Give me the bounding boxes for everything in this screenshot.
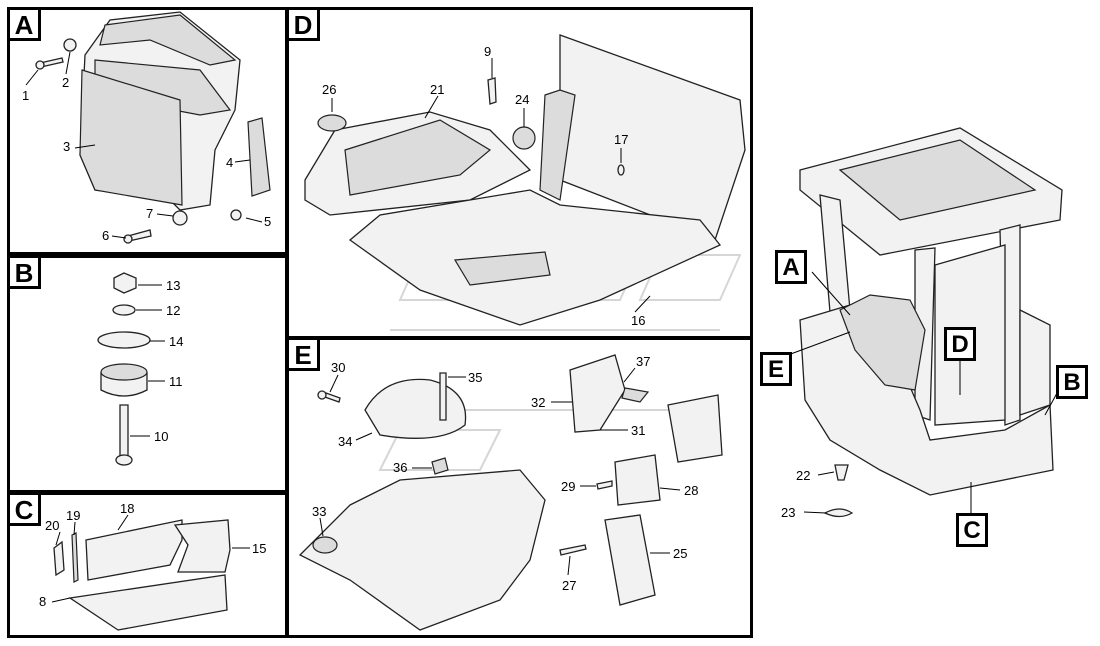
part-number-21: 21 bbox=[430, 82, 444, 97]
part-number-20: 20 bbox=[45, 518, 59, 533]
panel-b-drawing bbox=[97, 272, 165, 466]
panel-d-drawing bbox=[304, 34, 746, 326]
part-number-5: 5 bbox=[264, 214, 271, 229]
part-number-4: 4 bbox=[226, 155, 233, 170]
panel-a-label: A bbox=[7, 7, 41, 41]
callout-e: E bbox=[760, 352, 792, 386]
panel-d-label: D bbox=[286, 7, 320, 41]
part-number-37: 37 bbox=[636, 354, 650, 369]
part-number-13: 13 bbox=[166, 278, 180, 293]
part-number-32: 32 bbox=[531, 395, 545, 410]
part-number-12: 12 bbox=[166, 303, 180, 318]
part-number-1: 1 bbox=[22, 88, 29, 103]
part-number-9: 9 bbox=[484, 44, 491, 59]
panel-e-label: E bbox=[286, 337, 320, 371]
part-number-11: 11 bbox=[169, 374, 183, 389]
part-number-35: 35 bbox=[468, 370, 482, 385]
panel-c-drawing bbox=[51, 514, 250, 631]
part-number-31: 31 bbox=[631, 423, 645, 438]
part-number-7: 7 bbox=[146, 206, 153, 221]
part-number-15: 15 bbox=[252, 541, 266, 556]
part-number-8: 8 bbox=[39, 594, 46, 609]
callout-a: A bbox=[775, 250, 807, 284]
panel-e-drawing bbox=[298, 354, 723, 631]
part-number-33: 33 bbox=[312, 504, 326, 519]
part-number-17: 17 bbox=[614, 132, 628, 147]
part-number-24: 24 bbox=[515, 92, 529, 107]
part-number-14: 14 bbox=[169, 334, 183, 349]
part-number-25: 25 bbox=[673, 546, 687, 561]
part-number-22: 22 bbox=[796, 468, 810, 483]
panel-a-drawing bbox=[25, 11, 271, 244]
part-number-28: 28 bbox=[684, 483, 698, 498]
part-number-6: 6 bbox=[102, 228, 109, 243]
panel-c: C bbox=[7, 492, 288, 638]
part-number-29: 29 bbox=[561, 479, 575, 494]
part-number-36: 36 bbox=[393, 460, 407, 475]
panel-b-label: B bbox=[7, 255, 41, 289]
callout-b: B bbox=[1056, 365, 1088, 399]
part-number-16: 16 bbox=[631, 313, 645, 328]
part-number-30: 30 bbox=[331, 360, 345, 375]
callout-d: D bbox=[944, 327, 976, 361]
part-number-27: 27 bbox=[562, 578, 576, 593]
cab-overview-drawing bbox=[787, 127, 1063, 518]
part-number-26: 26 bbox=[322, 82, 336, 97]
part-number-2: 2 bbox=[62, 75, 69, 90]
part-number-18: 18 bbox=[120, 501, 134, 516]
part-number-34: 34 bbox=[338, 434, 352, 449]
part-number-3: 3 bbox=[63, 139, 70, 154]
panel-c-label: C bbox=[7, 492, 41, 526]
part-number-19: 19 bbox=[66, 508, 80, 523]
callout-c: C bbox=[956, 513, 988, 547]
part-number-23: 23 bbox=[781, 505, 795, 520]
part-number-10: 10 bbox=[154, 429, 168, 444]
